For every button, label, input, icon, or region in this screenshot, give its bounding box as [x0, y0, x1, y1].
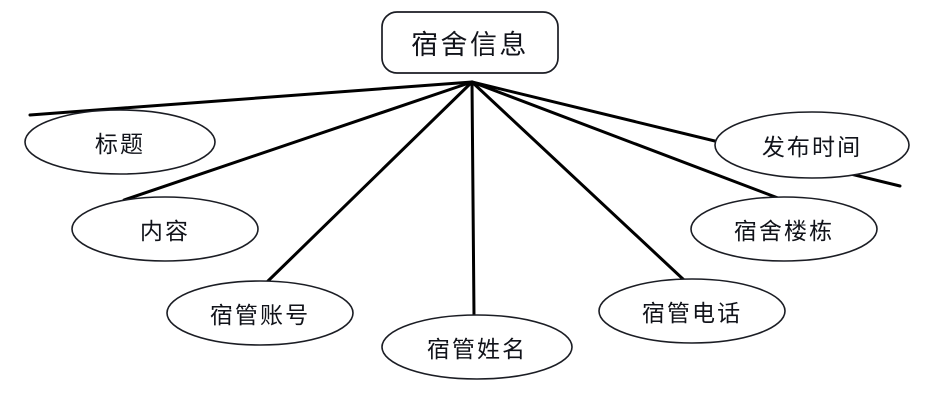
entity-node-dormitory-info[interactable]: [381, 11, 559, 74]
connector-content: [122, 80, 474, 202]
attribute-node-publish-time[interactable]: [714, 111, 910, 179]
entity-shape-group[interactable]: [381, 11, 559, 74]
attribute-node-dorm-building[interactable]: [690, 196, 878, 262]
attribute-node-manager-account[interactable]: [166, 280, 354, 346]
connector-manager-name: [470, 80, 476, 318]
connector-manager-account: [266, 80, 474, 283]
attribute-node-content[interactable]: [71, 196, 259, 262]
connector-group: [28, 80, 902, 318]
connector-dorm-building: [470, 80, 780, 200]
attribute-node-manager-phone[interactable]: [598, 278, 786, 344]
attribute-node-title[interactable]: [24, 109, 216, 175]
attribute-node-manager-name[interactable]: [381, 314, 573, 380]
connector-manager-phone: [470, 80, 686, 282]
connector-title: [28, 80, 474, 117]
attribute-shape-group[interactable]: [24, 109, 910, 380]
